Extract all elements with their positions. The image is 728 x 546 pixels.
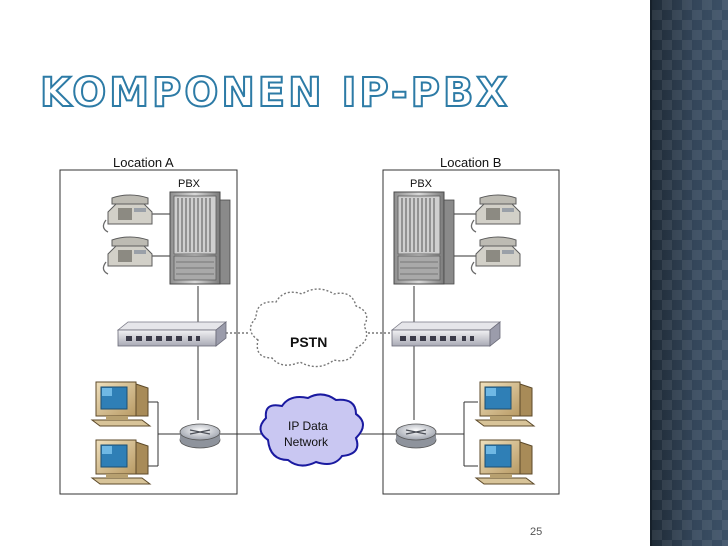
router-a-icon xyxy=(179,423,221,449)
pbx-a-icon xyxy=(169,191,231,285)
router-b-icon xyxy=(395,423,437,449)
gateway-b-icon xyxy=(391,321,501,347)
decorative-side-panel xyxy=(650,0,728,546)
pstn-cloud: PSTN xyxy=(249,288,368,368)
slide-number: 25 xyxy=(530,526,543,538)
slide: KOMPONEN IP-PBX xyxy=(38,69,560,538)
location-a-label: Location A xyxy=(113,155,174,170)
connection-lines xyxy=(146,213,478,467)
gateway-a-icon xyxy=(117,321,227,347)
ip-pbx-diagram: Location A Location B PBX PBX xyxy=(59,155,560,495)
ip-network-label-line1: IP Data xyxy=(288,419,328,433)
slide-title: KOMPONEN IP-PBX xyxy=(39,69,511,117)
pbx-b-label: PBX xyxy=(410,178,433,190)
location-b-label: Location B xyxy=(440,155,501,170)
pstn-label: PSTN xyxy=(290,334,327,350)
pbx-a-label: PBX xyxy=(178,178,201,190)
ip-network-label-line2: Network xyxy=(284,435,329,449)
ip-data-network-cloud: IP Data Network xyxy=(259,393,364,467)
pbx-b-icon xyxy=(393,191,455,285)
